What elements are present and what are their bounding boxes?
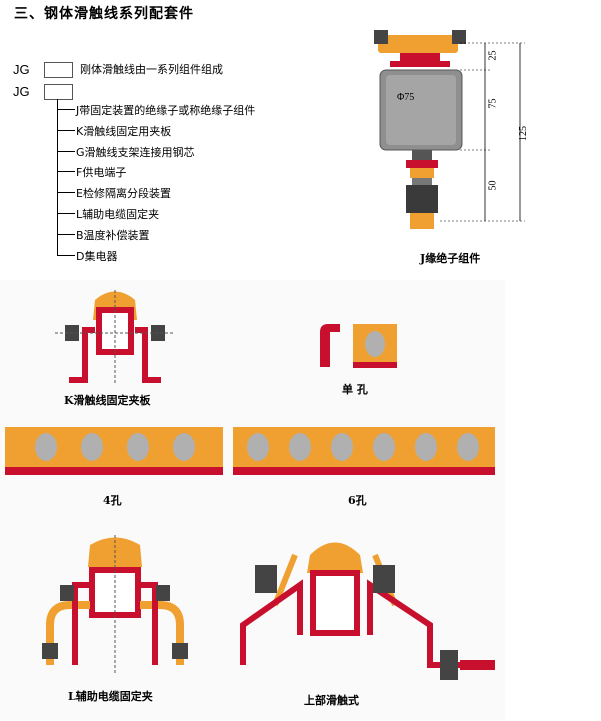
code-item-b: B温度补偿装置 <box>76 229 150 242</box>
dim-125: 125 <box>518 126 529 141</box>
insulator-caption: J缘绝子组件 <box>420 252 481 265</box>
code-item-k: K滑触线固定用夹板 <box>76 125 172 138</box>
single-hole-caption: 单 孔 <box>342 383 368 396</box>
dim-50: 50 <box>487 180 499 191</box>
k-clamp-drawing <box>55 290 175 385</box>
six-hole-caption: 6孔 <box>348 494 367 507</box>
k-clamp-caption: K滑触线固定夹板 <box>64 394 151 407</box>
tree-branch <box>57 151 75 152</box>
code-item-d: D集电器 <box>76 250 118 263</box>
tree-branch <box>57 192 75 193</box>
jg-prefix-2: JG <box>13 84 30 99</box>
diameter-label: Φ75 <box>397 92 415 103</box>
insulator-assembly-drawing <box>374 30 525 229</box>
page-title: 三、钢体滑触线系列配套件 <box>14 6 194 22</box>
code-tree-line <box>57 99 58 256</box>
dim-25: 25 <box>487 50 499 61</box>
tree-branch <box>57 234 75 235</box>
code-box-1 <box>44 62 73 78</box>
dim-75: 75 <box>487 98 499 109</box>
tree-branch <box>57 109 75 110</box>
code-item-e: E检修隔离分段装置 <box>76 187 171 200</box>
tree-branch <box>57 255 75 256</box>
l-clamp-caption: L辅助电缆固定夹 <box>68 690 153 703</box>
code-item-g: G滑触线支架连接用钢芯 <box>76 146 195 159</box>
code-box-2 <box>44 84 73 100</box>
four-hole-caption: 4孔 <box>103 494 122 507</box>
top-contact-caption: 上部滑触式 <box>304 694 359 707</box>
six-hole-plate-drawing <box>233 427 495 475</box>
code-item-f: F供电端子 <box>76 166 127 179</box>
code-description: 刚体滑触线由一系列组件组成 <box>80 63 223 76</box>
top-contact-drawing <box>240 542 495 680</box>
tree-branch <box>57 213 75 214</box>
tree-branch <box>57 171 75 172</box>
four-hole-plate-drawing <box>5 427 223 475</box>
jg-prefix-1: JG <box>13 62 30 77</box>
code-item-l: L辅助电缆固定夹 <box>76 208 160 221</box>
code-item-j: J带固定装置的绝缘子或称绝缘子组件 <box>76 104 256 117</box>
single-hole-drawing <box>320 324 397 368</box>
l-clamp-drawing <box>42 535 188 675</box>
tree-branch <box>57 130 75 131</box>
